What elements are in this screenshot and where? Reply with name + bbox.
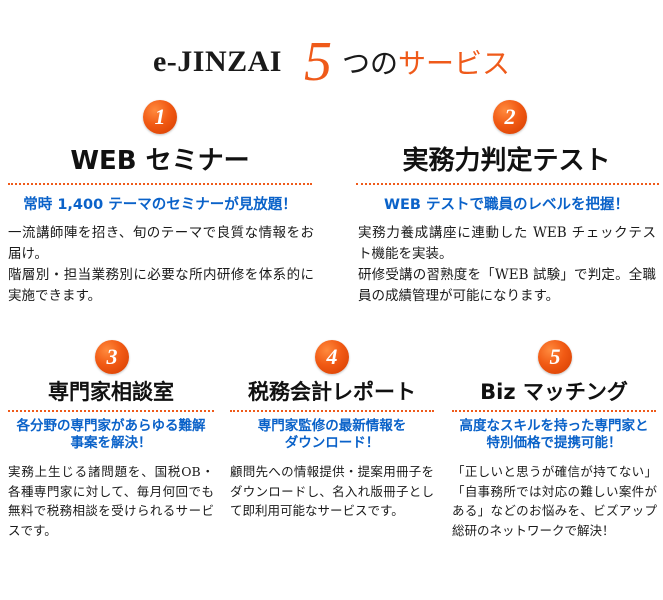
service-5-subtitle-line-1: 高度なスキルを持った専門家と — [459, 418, 649, 434]
service-3-subtitle-line-1: 各分野の専門家があらゆる難解 — [16, 418, 206, 434]
service-4-number-badge: 4 — [315, 340, 349, 374]
header-tsu: つの — [341, 47, 398, 80]
service-2-desc-line-1: 実務力養成講座に連動した WEB チェックテスト機能を実装。 — [358, 225, 656, 262]
service-4-separator — [230, 410, 434, 412]
service-4-description: 顧問先への情報提供・提案用冊子をダウンロードし、名入れ版冊子として即利用可能なサ… — [230, 462, 434, 521]
service-3-number-badge: 3 — [95, 340, 129, 374]
service-1-description: 一流講師陣を招き、旬のテーマで良質な情報をお届け。 階層別・担当業務別に必要な所… — [8, 223, 314, 307]
service-2-subtitle: WEB テストで職員のレベルを把握！ — [384, 197, 629, 213]
service-2-description: 実務力養成講座に連動した WEB チェックテスト機能を実装。 研修受講の習熟度を… — [358, 223, 656, 307]
service-1-subtitle: 常時 1,400 テーマのセミナーが見放題！ — [23, 197, 297, 213]
service-4-subtitle-line-2: ダウンロード！ — [284, 435, 380, 451]
service-5-desc-line-1: 「正しいと思うが確信が持てない」「自事務所では対応の難しい案件がある」などのお悩… — [452, 464, 657, 538]
service-1-title: WEB セミナー — [70, 146, 250, 176]
service-3-separator — [8, 410, 214, 412]
service-3-title: 専門家相談室 — [48, 380, 174, 404]
service-5-subtitle-line-2: 特別価格で提携可能！ — [486, 435, 622, 451]
service-4-desc-line-1: 顧問先への情報提供・提案用冊子をダウンロードし、名入れ版冊子として即利用可能なサ… — [230, 464, 434, 518]
service-1-separator — [8, 183, 312, 185]
service-1-desc-line-1: 一流講師陣を招き、旬のテーマで良質な情報をお届け。 — [8, 225, 314, 262]
service-3-subtitle: 各分野の専門家があらゆる難解 事案を解決！ — [0, 418, 222, 452]
service-4-subtitle: 専門家監修の最新情報を ダウンロード！ — [222, 418, 442, 452]
service-3-subtitle-line-2: 事案を解決！ — [70, 435, 152, 451]
service-3-desc-line-1: 実務上生じる諸問題を、国税OB・各種専門家に対して、毎月何回でも無料で税務相談を… — [8, 464, 214, 538]
page-header: e-JINZAI 5 つのサービス — [0, 34, 663, 90]
service-2-title: 実務力判定テスト — [402, 146, 611, 176]
service-1-number-badge: 1 — [143, 100, 177, 134]
service-2-number-badge: 2 — [493, 100, 527, 134]
service-2-separator — [356, 183, 659, 185]
service-2-desc-line-2: 研修受講の習熟度を「WEB 試験」で判定。全職員の成績管理が可能になります。 — [358, 267, 656, 304]
service-5-title: Biz マッチング — [480, 380, 628, 404]
header-service: サービス — [398, 47, 511, 80]
service-5-separator — [452, 410, 656, 412]
header-number: 5 — [303, 31, 332, 93]
service-4-subtitle-line-1: 専門家監修の最新情報を — [257, 418, 407, 434]
service-5-description: 「正しいと思うが確信が持てない」「自事務所では対応の難しい案件がある」などのお悩… — [452, 462, 657, 540]
service-5-number-badge: 5 — [538, 340, 572, 374]
service-4-title: 税務会計レポート — [248, 380, 416, 404]
brand-name: e-JINZAI — [152, 45, 282, 78]
service-3-description: 実務上生じる諸問題を、国税OB・各種専門家に対して、毎月何回でも無料で税務相談を… — [8, 462, 214, 540]
service-1-desc-line-2: 階層別・担当業務別に必要な所内研修を体系的に実施できます。 — [8, 267, 314, 304]
service-5-subtitle: 高度なスキルを持った専門家と 特別価格で提携可能！ — [445, 418, 663, 452]
